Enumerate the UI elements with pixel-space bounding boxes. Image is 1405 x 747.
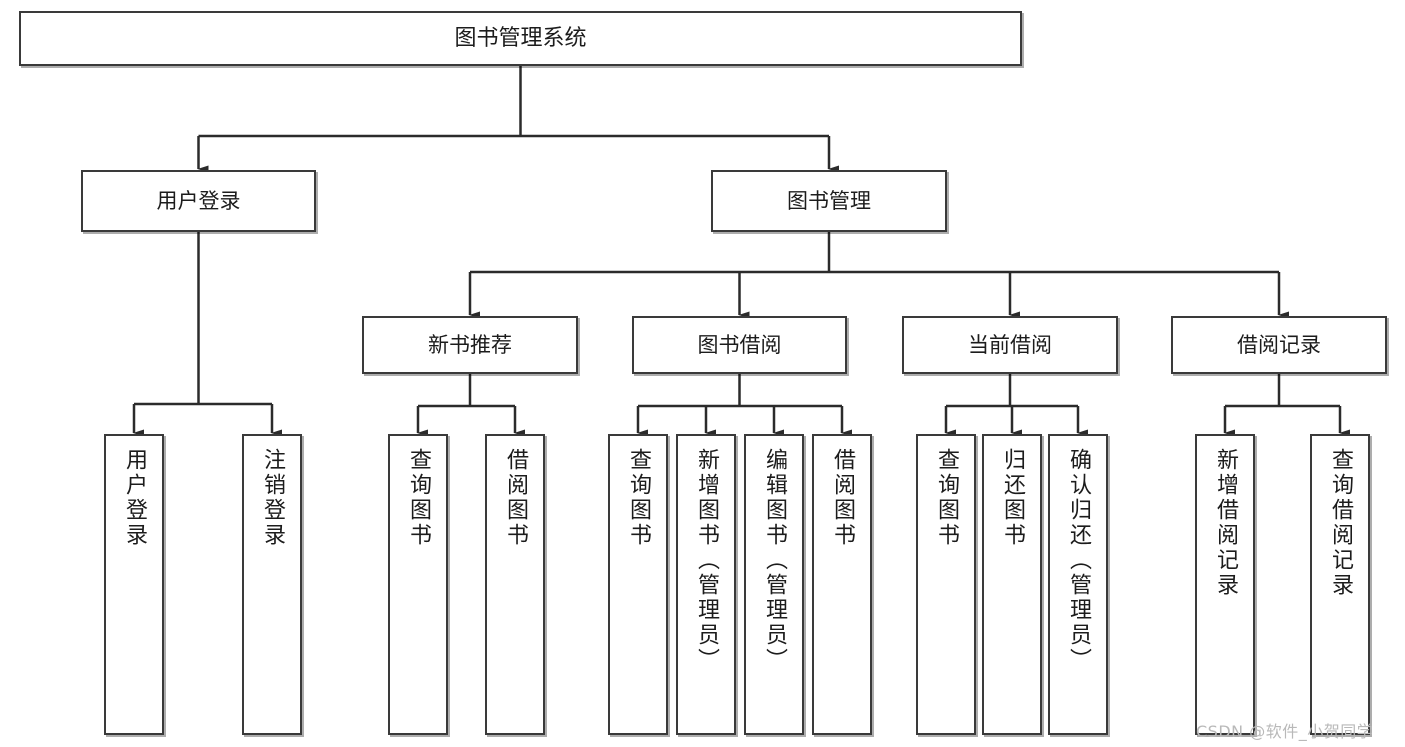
node-records[interactable]: 借阅记录 xyxy=(1171,316,1387,374)
node-login[interactable]: 用户登录 xyxy=(81,170,316,232)
node-label: 确认归还（管理员） xyxy=(1066,448,1091,673)
node-leaf-2[interactable]: 注销登录 xyxy=(242,434,302,735)
node-root[interactable]: 图书管理系统 xyxy=(19,11,1022,66)
node-label: 新增图书（管理员） xyxy=(694,448,719,673)
node-label: 图书管理 xyxy=(787,188,871,213)
node-leaf-3[interactable]: 查询图书 xyxy=(388,434,448,735)
node-label: 查询图书 xyxy=(934,448,959,548)
node-label: 归还图书 xyxy=(1000,448,1025,548)
node-label: 新书推荐 xyxy=(428,332,512,357)
node-label: 注销登录 xyxy=(260,448,285,548)
node-leaf-8[interactable]: 借阅图书 xyxy=(812,434,872,735)
node-label: 编辑图书（管理员） xyxy=(762,448,787,673)
node-label: 图书管理系统 xyxy=(454,25,587,51)
node-leaf-9[interactable]: 查询图书 xyxy=(916,434,976,735)
node-borrow[interactable]: 图书借阅 xyxy=(632,316,847,374)
node-leaf-4[interactable]: 借阅图书 xyxy=(485,434,545,735)
node-label: 借阅记录 xyxy=(1237,332,1321,357)
node-label: 查询借阅记录 xyxy=(1328,448,1353,598)
node-label: 新增借阅记录 xyxy=(1213,448,1238,598)
node-label: 查询图书 xyxy=(626,448,651,548)
node-label: 图书借阅 xyxy=(697,332,782,357)
node-leaf-6[interactable]: 新增图书（管理员） xyxy=(676,434,736,735)
node-leaf-7[interactable]: 编辑图书（管理员） xyxy=(744,434,804,735)
node-leaf-12[interactable]: 新增借阅记录 xyxy=(1195,434,1255,735)
node-leaf-11[interactable]: 确认归还（管理员） xyxy=(1048,434,1108,735)
node-leaf-13[interactable]: 查询借阅记录 xyxy=(1310,434,1370,735)
node-leaf-10[interactable]: 归还图书 xyxy=(982,434,1042,735)
node-label: 查询图书 xyxy=(406,448,431,548)
node-newbook[interactable]: 新书推荐 xyxy=(362,316,578,374)
watermark: CSDN @软件_小贺同学 xyxy=(1196,722,1374,741)
node-label: 用户登录 xyxy=(156,188,241,213)
node-bookmgmt[interactable]: 图书管理 xyxy=(711,170,947,232)
node-label: 当前借阅 xyxy=(968,332,1052,357)
node-label: 借阅图书 xyxy=(830,448,855,548)
node-leaf-1[interactable]: 用户登录 xyxy=(104,434,164,735)
node-current[interactable]: 当前借阅 xyxy=(902,316,1118,374)
node-label: 用户登录 xyxy=(122,448,147,548)
node-leaf-5[interactable]: 查询图书 xyxy=(608,434,668,735)
node-label: 借阅图书 xyxy=(503,448,528,548)
